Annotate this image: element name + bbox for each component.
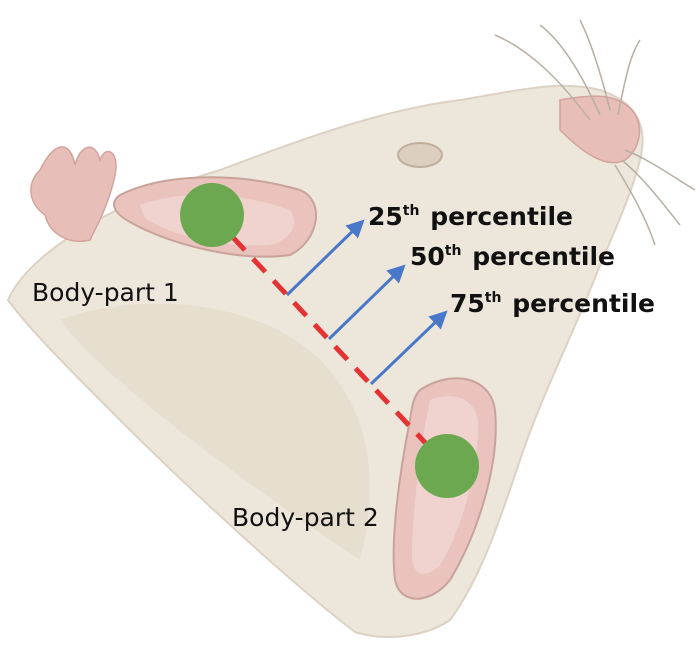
percentile-75-word: percentile [512, 289, 655, 318]
body-part-2-label: Body-part 2 [232, 503, 379, 532]
eye-icon [397, 142, 443, 168]
percentile-50-number: 50 [410, 242, 445, 271]
body-shading [60, 303, 370, 560]
arrow-25th [285, 219, 365, 297]
percentile-50-word: percentile [472, 242, 615, 271]
percentile-75-label: 75th percentile [450, 291, 655, 316]
percentile-25-number: 25 [368, 202, 403, 231]
percentile-25-label: 25th percentile [368, 204, 573, 229]
percentile-75-number: 75 [450, 289, 485, 318]
body-part-1-marker [180, 183, 244, 247]
percentile-50-label: 50th percentile [410, 244, 615, 269]
arrow-75th [369, 310, 448, 386]
snout-shape [559, 95, 641, 164]
arrow-50th [327, 264, 406, 341]
percentile-25-word: percentile [430, 202, 573, 231]
percentile-25-suffix: th [402, 203, 420, 219]
paw-shape [30, 146, 117, 242]
body-part-2-marker [415, 434, 479, 498]
percentile-50-suffix: th [444, 243, 462, 259]
whiskers [494, 19, 696, 246]
percentile-75-suffix: th [484, 290, 502, 306]
body-part-1-label: Body-part 1 [32, 278, 179, 307]
connector-line [210, 213, 449, 468]
